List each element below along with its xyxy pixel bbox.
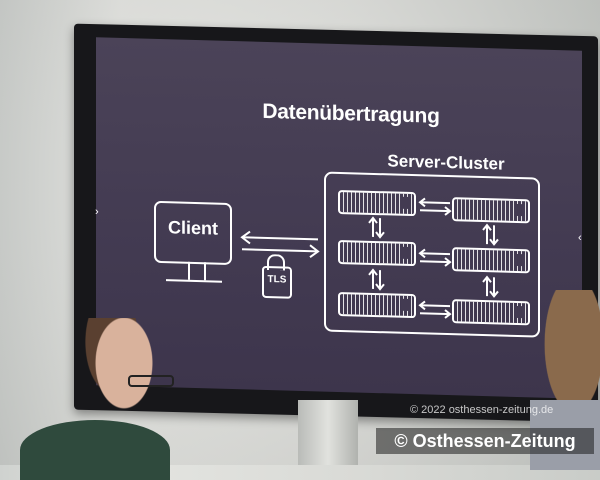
monitor-icon: Client [154,200,232,266]
client-label: Client [167,217,218,239]
glasses [128,375,174,387]
cluster-arrows [368,197,499,319]
monitor-stand [188,261,206,281]
watermark-url: © 2022 osthessen-zeitung.de [410,404,554,416]
client-server-arrows [240,230,320,259]
slide-title: Datenübertragung [262,99,440,128]
watermark-label: © Osthessen-Zeitung [394,430,576,451]
chevron-right-icon: ‹ [578,232,582,244]
tv-stand [298,400,358,465]
presentation-screen: Datenübertragung Server-Cluster Client T… [96,37,582,399]
monitor-base [166,279,222,283]
cluster-title: Server-Cluster [387,151,505,174]
tls-label: TLS [267,274,287,286]
chevron-left-icon: › [95,206,99,218]
watermark-banner: © Osthessen-Zeitung [376,428,594,454]
person-left-shirt [20,420,170,480]
